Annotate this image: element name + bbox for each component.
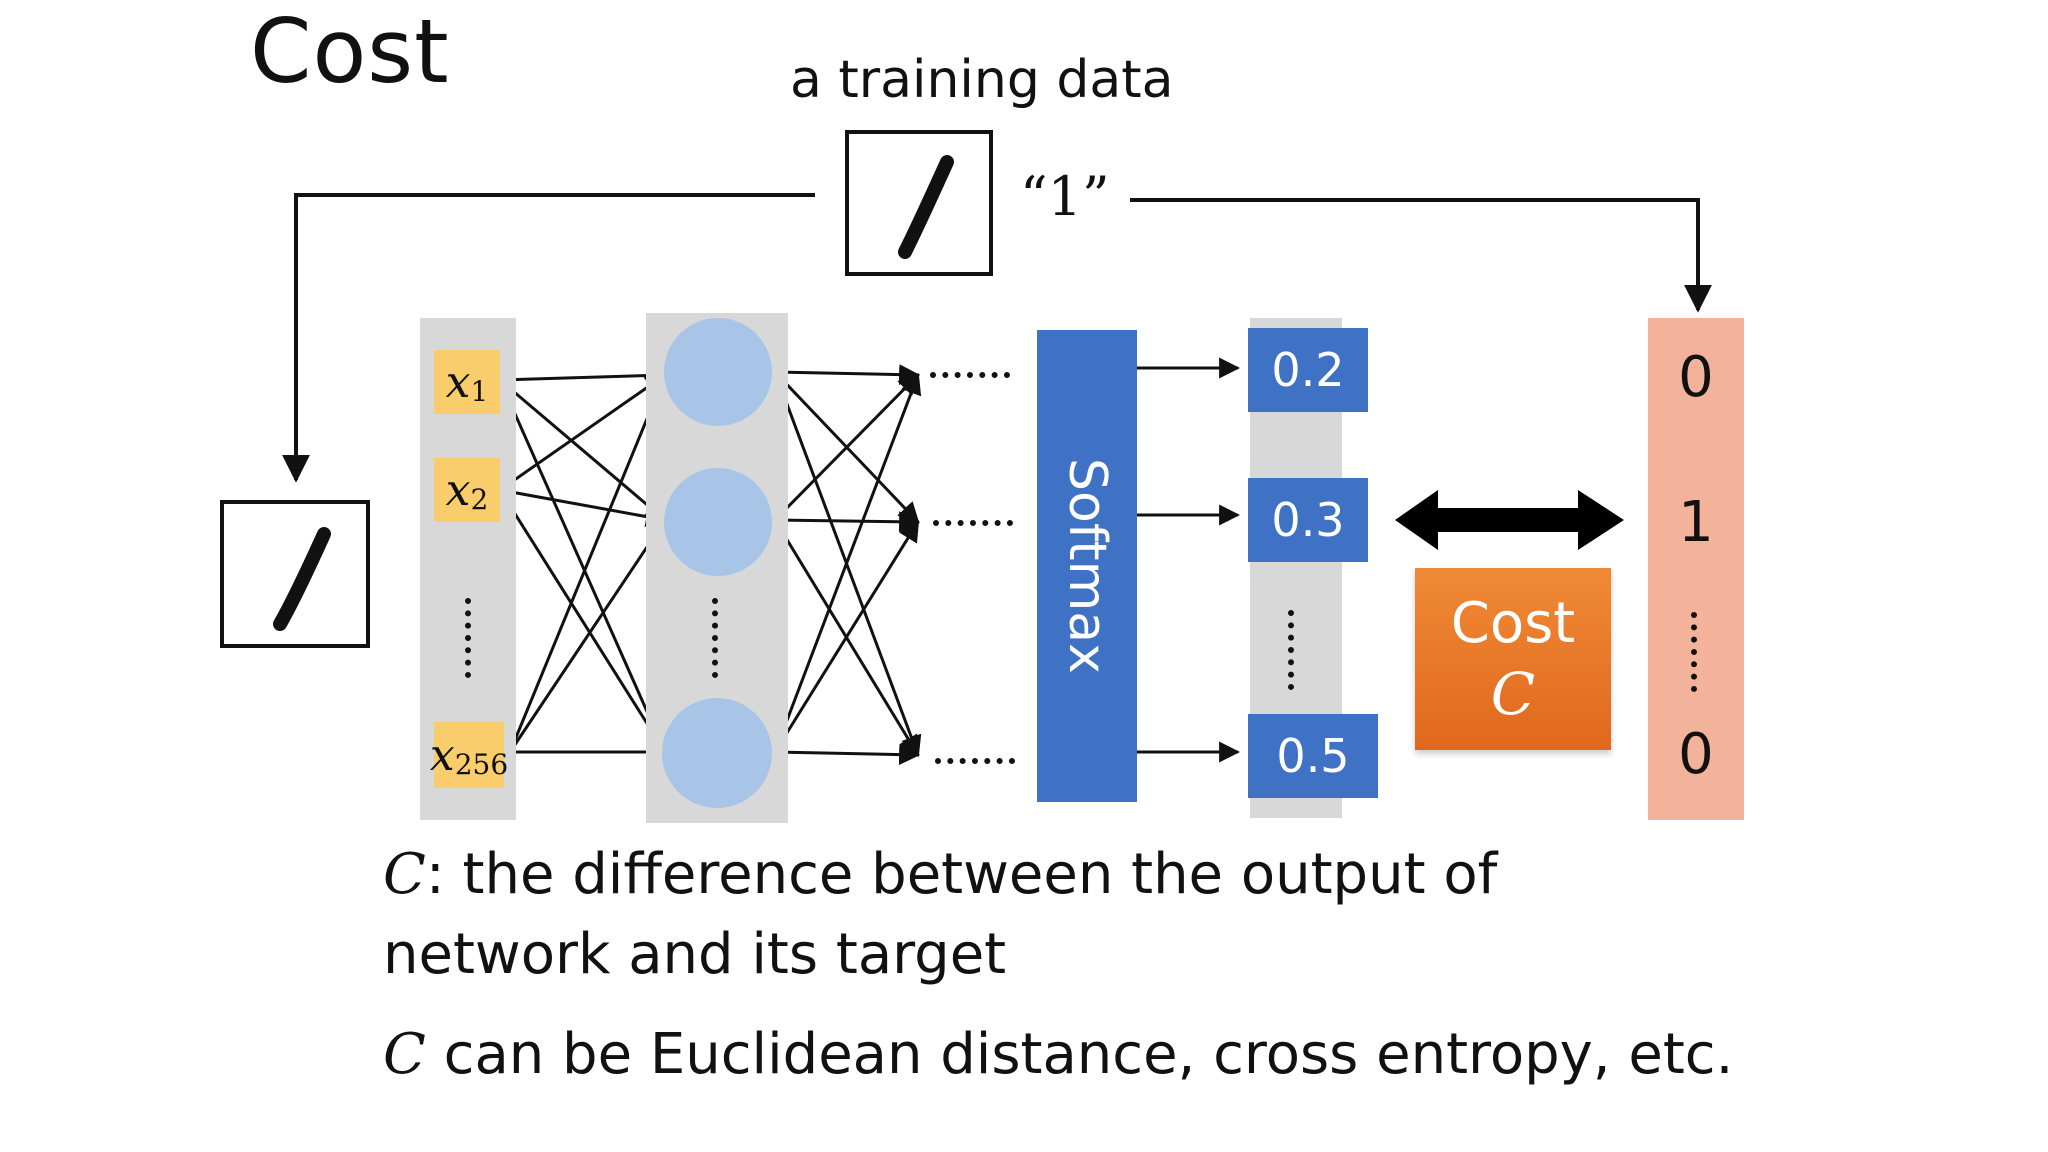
input-subscript: 2: [470, 482, 489, 516]
output-value-1: 0.2: [1248, 328, 1368, 412]
softmax-layer: [1037, 330, 1137, 802]
output-ellipsis: [1288, 610, 1302, 690]
input-var: x: [445, 464, 471, 516]
softmax-output-arrows: [1137, 357, 1241, 763]
hidden-neuron-1: [664, 318, 772, 426]
caption-line-3: C can be Euclidean distance, cross entro…: [383, 1022, 1733, 1087]
cost-box-label: Cost: [1450, 591, 1576, 656]
output-value-2: 0.3: [1248, 478, 1368, 562]
target-ellipsis: [1691, 612, 1705, 692]
target-label: “1”: [1020, 165, 1110, 228]
caption-line-2: network and its target: [383, 922, 1007, 987]
target-value-1: 0: [1678, 345, 1714, 410]
caption-var: C: [383, 1022, 426, 1087]
target-value-2: 1: [1678, 490, 1714, 555]
training-image: [845, 130, 993, 276]
compare-double-arrow: [1395, 490, 1624, 550]
slide-title: Cost: [250, 0, 450, 103]
input-ellipsis: [465, 598, 479, 678]
cost-box-var: C: [1490, 660, 1536, 728]
caption-text-1: : the difference between the output of: [425, 842, 1498, 907]
input-hidden-edges: [498, 365, 668, 763]
training-data-label: a training data: [790, 50, 1174, 110]
output-value-3: 0.5: [1248, 714, 1378, 798]
digit-one-icon: [898, 155, 954, 259]
input-var: x: [445, 356, 471, 408]
cost-box: Cost C: [1415, 568, 1611, 750]
target-value-3: 0: [1678, 722, 1714, 787]
input-image: [220, 500, 370, 648]
target-column: [1648, 318, 1744, 820]
input-var: x: [429, 729, 455, 781]
softmax-label: Softmax: [1057, 458, 1117, 674]
caption-text-3: can be Euclidean distance, cross entropy…: [425, 1022, 1734, 1087]
caption-var: C: [383, 842, 426, 907]
input-feed-arrow: [282, 193, 815, 483]
softmax-label-wrap: Softmax: [1037, 330, 1137, 802]
layer-ellipsis: [930, 372, 1010, 384]
input-subscript: 256: [454, 747, 509, 781]
digit-one-icon: [273, 527, 331, 631]
target-feed-arrow: [1130, 198, 1712, 313]
hidden-neuron-2: [664, 468, 772, 576]
layer-ellipsis: [935, 758, 1015, 770]
input-subscript: 1: [470, 374, 489, 408]
layer-ellipsis: [933, 520, 1013, 532]
hidden-next-edges: [773, 364, 922, 766]
caption-line-1: C: the difference between the output of: [383, 842, 1497, 907]
hidden-ellipsis: [712, 598, 726, 678]
hidden-neuron-3: [662, 698, 772, 808]
